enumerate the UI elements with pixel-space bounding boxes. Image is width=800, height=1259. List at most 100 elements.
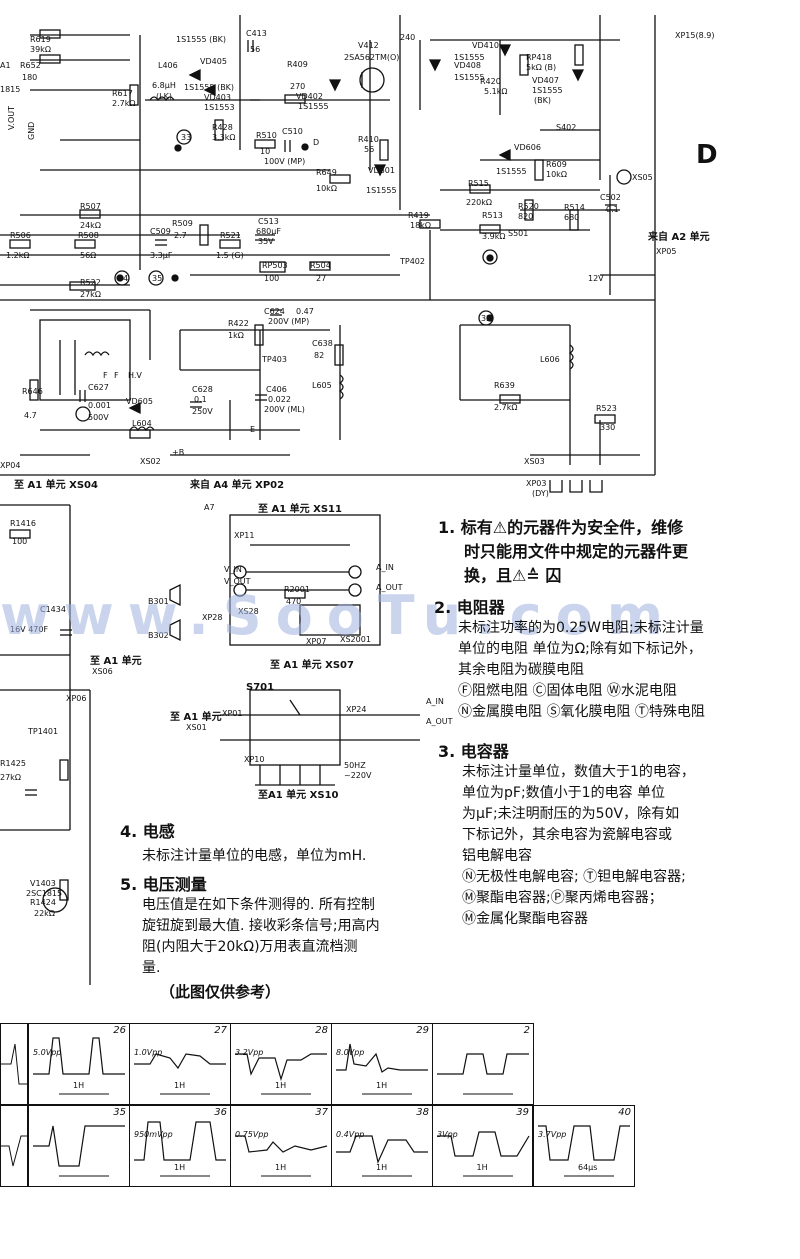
vd408-model: 1S1555 xyxy=(454,73,485,82)
r509-label: R509 xyxy=(172,219,193,228)
vin-label: V_IN xyxy=(224,565,242,574)
waveform-trace xyxy=(33,1125,125,1177)
c513-label: C513 xyxy=(258,217,279,226)
waveform-period: 1H xyxy=(476,1163,488,1172)
dy-label: (DY) xyxy=(532,489,549,498)
r506-label: R506 xyxy=(10,231,31,240)
aout-label-2: A_OUT xyxy=(426,717,453,726)
waveform-number: 26 xyxy=(113,1025,126,1036)
r515-value: 220kΩ xyxy=(466,198,492,207)
note-3: 3. 电容器 xyxy=(438,742,509,761)
to-a1-xs11-label: 至 A1 单元 XS11 xyxy=(258,502,342,515)
r1424-value: 22kΩ xyxy=(34,909,55,918)
waveform-amplitude: 950mVpp xyxy=(134,1130,173,1139)
c628-value: 0.1 xyxy=(194,395,207,404)
r609-value: 10kΩ xyxy=(546,170,567,179)
note-5b: 旋钮旋到最大值. 接收彩条信号;用高内 xyxy=(142,918,380,934)
c627-value: 0.001 xyxy=(88,401,111,410)
r513-value: 3.9kΩ xyxy=(482,232,505,241)
vd407-bk: (BK) xyxy=(534,96,551,105)
r649-value: 10kΩ xyxy=(316,184,337,193)
r509-value: 2.7 xyxy=(174,231,187,240)
waveform-cell-35: 35 xyxy=(28,1105,130,1187)
c1434-label: C1434 xyxy=(40,605,66,614)
rp503-value: 100 xyxy=(264,274,279,283)
notes-safety: 1. 标有⚠的元器件为安全件，维修 时只能用文件中规定的元器件更 换，且⚠≙ 囚 xyxy=(438,514,798,586)
to-a1-xs01-label: 至 A1 单元 xyxy=(170,710,222,723)
note-3g: Ⓜ聚酯电容器;Ⓟ聚丙烯电容器； xyxy=(462,890,663,906)
vd-top-label: 1S1555 (BK) xyxy=(176,35,226,44)
ain-label-2: A_IN xyxy=(426,697,444,706)
note-2b: 单位的电阻 单位为Ω;除有如下标记外， xyxy=(458,641,702,657)
r1424-label: R1424 xyxy=(30,898,56,907)
waveform-trace xyxy=(134,1053,226,1095)
r510-label: R510 xyxy=(256,131,277,140)
c406-value: 0.022 xyxy=(268,395,291,404)
v412-label: V412 xyxy=(358,41,379,50)
c510-value: 100V (MP) xyxy=(264,157,305,166)
note-2e: Ⓝ金属膜电阻 Ⓢ氧化膜电阻 Ⓣ特殊电阻 xyxy=(458,704,705,720)
xs06-label: XS06 xyxy=(92,667,113,676)
waveform-number: 27 xyxy=(214,1025,227,1036)
waveform-trace xyxy=(33,1037,125,1095)
waveform-period: 1H xyxy=(174,1081,186,1090)
r646-label: R646 xyxy=(22,387,43,396)
r428-value: 3.3kΩ xyxy=(212,133,235,142)
note-2c: 其余电阻为碳膜电阻 xyxy=(458,662,584,678)
r507-value: 24kΩ xyxy=(80,221,101,230)
watermark: www.SooTu.com xyxy=(0,584,678,647)
r510-value: 10 xyxy=(260,147,270,156)
c509-label: C509 xyxy=(150,227,171,236)
hv-label: H.V xyxy=(128,371,142,380)
r409-label: R409 xyxy=(287,60,308,69)
vd403-label: VD403 xyxy=(204,93,231,102)
l605-label: L605 xyxy=(312,381,332,390)
c513-value: 680μF xyxy=(256,227,281,236)
note-3b: 单位为pF;数值小于1的电容 单位 xyxy=(462,785,666,801)
c624-value: 0.47 xyxy=(296,307,314,316)
waveform-number: 2 xyxy=(523,1025,530,1036)
xp10-label: XP10 xyxy=(244,755,264,764)
r652-value: 180 xyxy=(22,73,37,82)
f-label-1: F xyxy=(103,371,108,380)
l604-label: L604 xyxy=(132,419,152,428)
rp503-label: RP503 xyxy=(262,261,288,270)
waveform-amplitude: 0.4Vpp xyxy=(336,1130,365,1139)
note-1c: 换，且⚠≙ 囚 xyxy=(464,566,562,585)
r410-label: R410 xyxy=(358,135,379,144)
c406-label: C406 xyxy=(266,385,287,394)
v1403-label: V1403 xyxy=(30,879,56,888)
r2001-label: R2001 xyxy=(284,585,310,594)
node-d: D xyxy=(313,138,319,147)
waveform-number: 38 xyxy=(416,1107,429,1118)
l406-label: L406 xyxy=(158,61,178,70)
xp04-label: XP04 xyxy=(0,461,20,470)
reference-caption: （此图仅供参考） xyxy=(160,983,281,1001)
r506-value: 1.2kΩ xyxy=(6,251,29,260)
waveform-number: 39 xyxy=(516,1107,529,1118)
v220-label: ~220V xyxy=(344,771,372,780)
c510-label: C510 xyxy=(282,127,303,136)
waveform-cell-partial-1 xyxy=(0,1023,28,1105)
r428-label: R428 xyxy=(212,123,233,132)
note-4a: 未标注计量单位的电感，单位为mH. xyxy=(142,848,367,864)
hz-label: 50HZ xyxy=(344,761,366,770)
c502-value: 0.1 xyxy=(606,205,619,214)
to-a1-xs07-label: 至 A1 单元 XS07 xyxy=(270,658,354,671)
xp06-label: XP06 xyxy=(66,694,86,703)
vd403-model: 1S1553 xyxy=(204,103,235,112)
tp403-label: TP403 xyxy=(261,355,287,364)
note-5a: 电压值是在如下条件测得的. 所有控制 xyxy=(142,897,375,913)
xs02-label: XS02 xyxy=(140,457,161,466)
from-a2-label: 来自 A2 单元 xyxy=(647,230,710,243)
waveform-period: 1H xyxy=(73,1081,85,1090)
r1416-value: 100 xyxy=(12,537,27,546)
r1425-label: R1425 xyxy=(0,759,26,768)
xp24-label: XP24 xyxy=(346,705,366,714)
